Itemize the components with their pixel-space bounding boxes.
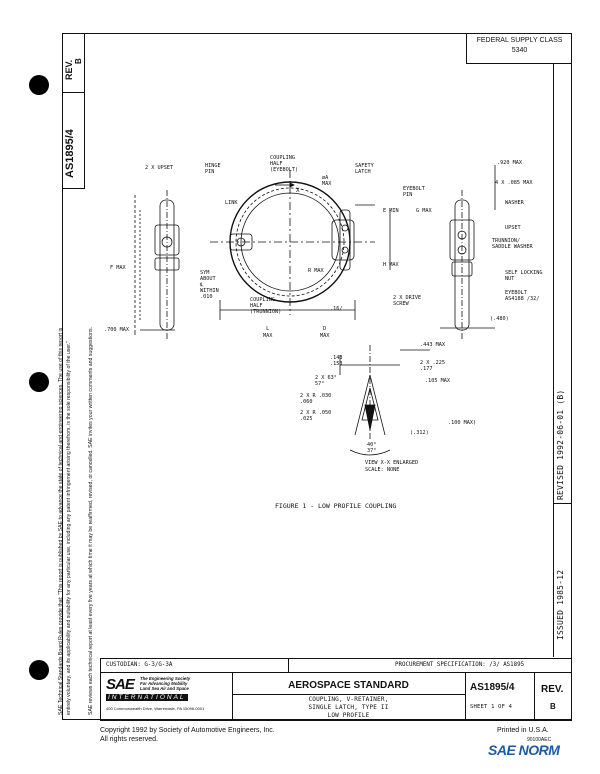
disclaimer-line-2: entirely voluntary, and its applicabilit…	[66, 341, 72, 715]
label-105-max: .105 MAX	[425, 378, 450, 384]
label-480: (.480)	[490, 316, 509, 322]
label-r-050: 2 X R .050 .025	[300, 410, 332, 422]
issued-date: ISSUED 1985-12	[556, 569, 565, 640]
title-line-2: SINGLE LATCH, TYPE II	[308, 704, 389, 711]
label-sym: SYM ABOUT ℄ WITHIN .010	[200, 270, 219, 300]
sae-logo: SAE	[106, 676, 135, 693]
label-coupling-half-eyebolt: COUPLING HALF (EYEBOLT)	[270, 155, 299, 173]
right-side-view	[440, 165, 496, 340]
label-safety-latch: SAFETY LATCH	[355, 163, 374, 175]
drawing-frame	[62, 33, 572, 720]
label-312: (.312)	[410, 430, 429, 436]
coupling-drawing	[134, 165, 496, 456]
side-rev-label: REV.	[64, 59, 74, 80]
disclaimer-line-1: SAE Technical Standards Board Rules prov…	[58, 327, 64, 715]
punch-hole-middle	[29, 372, 49, 392]
label-washer: WASHER	[505, 200, 524, 206]
title-rev-label: REV.	[541, 684, 564, 695]
label-100-max: .100 MAX)	[448, 420, 477, 426]
federal-supply-class-box: FEDERAL SUPPLY CLASS 5340	[466, 34, 572, 64]
label-16: .16/	[330, 306, 343, 312]
label-link: LINK	[225, 200, 238, 206]
revision-strip-border	[553, 64, 554, 657]
print-code: 90100AEC	[527, 737, 552, 743]
label-x-top: X	[296, 187, 300, 194]
revised-date: REVISED 1992-06-01 (B)	[556, 389, 565, 500]
label-self-locking-nut: SELF LOCKING NUT	[505, 270, 543, 282]
sae-tagline: The Engineering Society For Advancing Mo…	[140, 676, 191, 691]
label-da-max: øA MAX	[322, 175, 332, 187]
side-tab	[62, 33, 85, 189]
label-e-min: E MIN	[383, 208, 399, 214]
side-doc-number: AS1895/4	[64, 129, 76, 178]
label-g-max: G MAX	[416, 208, 432, 214]
federal-supply-value: 5340	[511, 47, 528, 54]
document-title: COUPLING, V-RETAINER, SINGLE LATCH, TYPE…	[232, 696, 465, 720]
sae-norm-watermark: SAE NORM	[488, 742, 560, 758]
title-line-3: LOW PROFILE	[327, 712, 370, 719]
label-h-max: H MAX	[383, 262, 399, 268]
punch-hole-bottom	[29, 660, 49, 680]
detail-view-x-x	[339, 345, 430, 456]
label-r-030: 2 X R .030 .060	[300, 393, 332, 405]
all-rights-reserved: All rights reserved.	[100, 736, 158, 743]
label-trunnion-washer: TRUNNION/ SADDLE WASHER	[492, 238, 533, 250]
federal-supply-label: FEDERAL SUPPLY CLASS	[476, 37, 563, 44]
label-443-max: .443 MAX	[420, 342, 445, 348]
label-hinge-pin: HINGE PIN	[205, 163, 221, 175]
title-rev-value: B	[550, 702, 556, 711]
label-63-deg: 2 X 63° 57°	[315, 375, 337, 387]
custodian: CUSTODIAN: G-3/G-3A	[106, 662, 173, 668]
label-r-max: R MAX	[308, 268, 324, 274]
sae-international: INTERNATIONAL	[106, 694, 188, 701]
figure-caption: FIGURE 1 - LOW PROFILE COUPLING	[275, 502, 397, 510]
sheet-number: SHEET 1 OF 4	[470, 704, 513, 710]
coupling-ring	[210, 170, 391, 320]
label-f-max: F MAX	[110, 265, 126, 271]
label-700-max: .700 MAX	[104, 327, 129, 333]
label-view-x-x: VIEW X-X ENLARGED SCALE: NONE	[365, 460, 419, 473]
disclaimer-line-3: SAE reviews each technical report at lea…	[88, 327, 94, 715]
left-side-view	[134, 190, 180, 340]
sae-address: 400 Commonwealth Drive, Warrendale, PA 1…	[106, 706, 205, 711]
label-920-max: .920 MAX	[497, 160, 522, 166]
label-085-max: 4 X .085 MAX	[495, 180, 533, 186]
label-eyebolt-as4188: EYEBOLT AS4188 /32/	[505, 290, 540, 302]
label-coupling-half-trunnion: COUPLING HALF (TRUNNION)	[250, 297, 282, 315]
copyright: Copyright 1992 by Society of Automotive …	[100, 727, 275, 734]
standard-type: AEROSPACE STANDARD	[288, 680, 409, 691]
label-40-deg: 40° 37°	[367, 442, 377, 454]
title-line-1: COUPLING, V-RETAINER,	[308, 696, 389, 703]
sae-logo-block: SAE The Engineering Society For Advancin…	[106, 676, 228, 716]
procurement-spec: PROCUREMENT SPECIFICATION: /3/ AS1895	[395, 662, 525, 668]
label-d-max: D MAX	[320, 326, 330, 339]
label-225: 2 X .225 .177	[420, 360, 445, 372]
label-upset-left: 2 X UPSET	[145, 165, 174, 171]
punch-hole-top	[29, 75, 49, 95]
label-l-max: L MAX	[263, 326, 273, 339]
label-drive-screw: 2 X DRIVE SCREW	[393, 295, 422, 307]
printed-in: Printed in U.S.A.	[497, 727, 549, 734]
label-upset-right: UPSET	[505, 225, 521, 231]
side-rev-value: B	[74, 58, 83, 64]
title-doc-number: AS1895/4	[470, 682, 515, 693]
label-eyebolt-pin: EYEBOLT PIN	[403, 186, 425, 198]
label-143: .143 .153	[330, 355, 343, 367]
